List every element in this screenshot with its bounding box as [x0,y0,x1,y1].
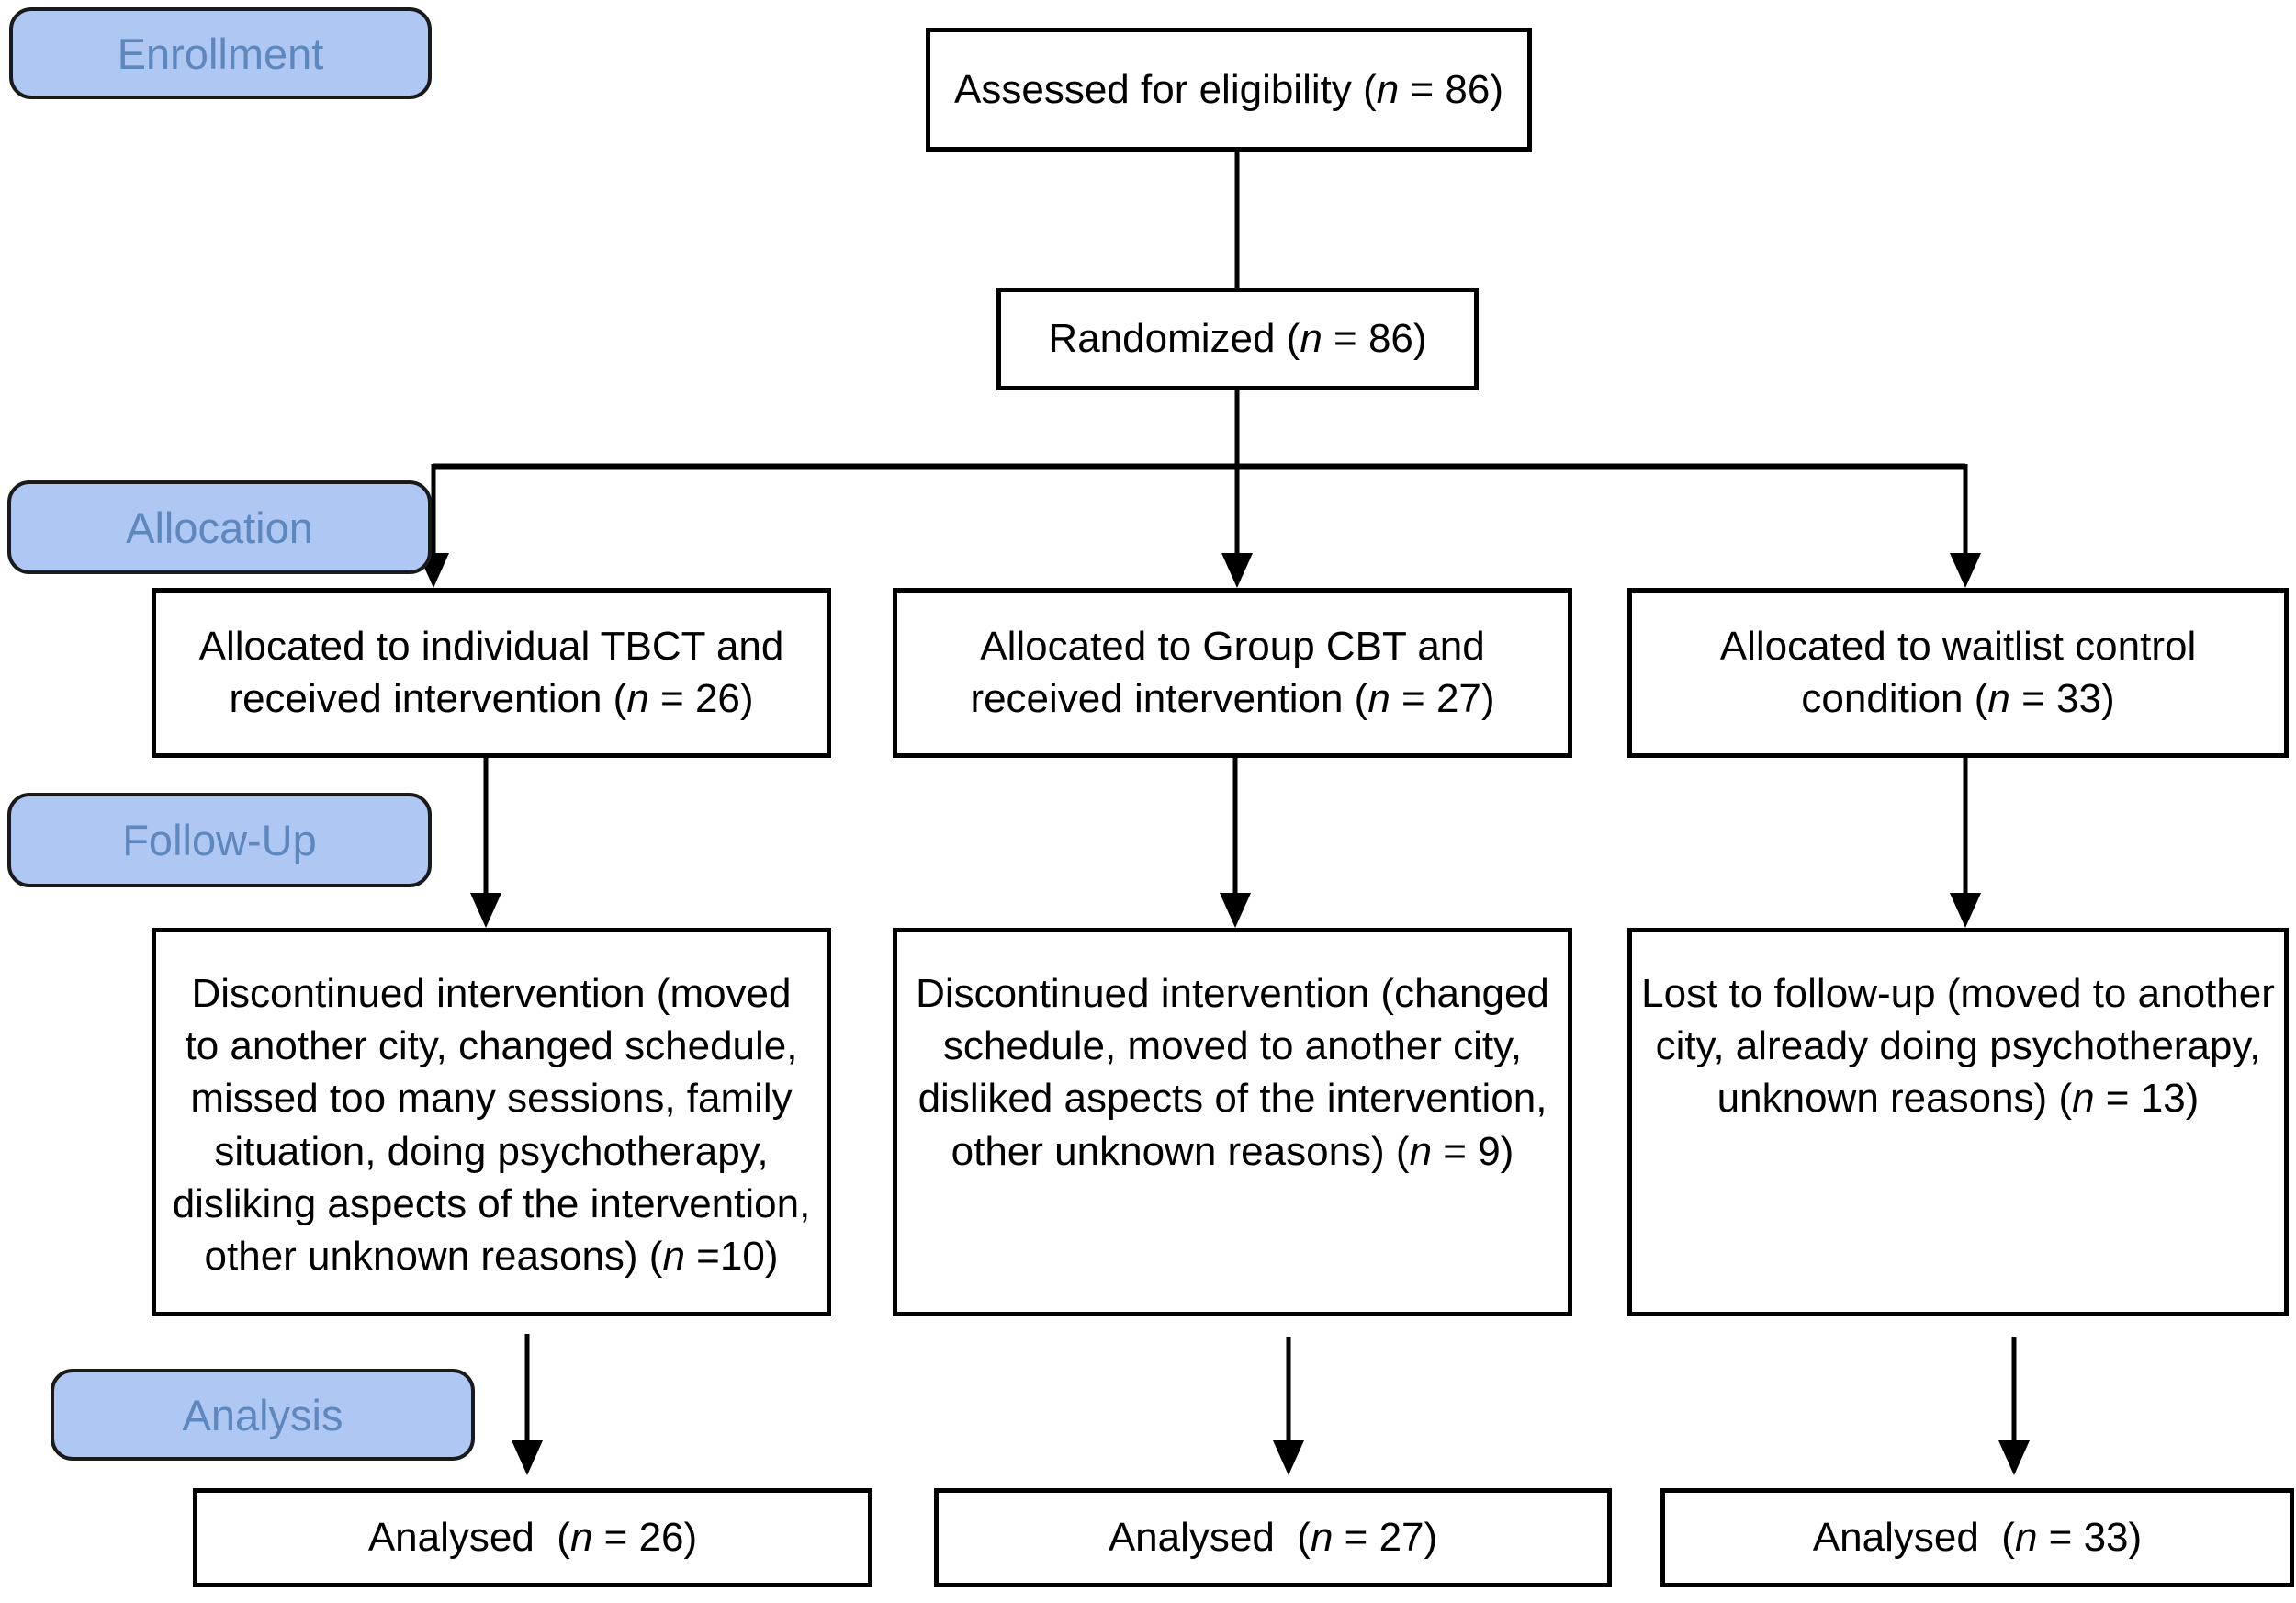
box-text: Discontinued intervention (changed sched… [916,971,1549,1174]
italic-n: n [2072,1076,2095,1122]
italic-n: n [626,676,649,722]
box-text: Randomized (n = 86) [1048,316,1427,362]
stage-label-follow-up: Follow-Up [7,793,432,887]
box-allocated-tbct: Allocated to individual TBCT and receive… [152,588,831,758]
box-text: Lost to follow-up (moved to another city… [1641,971,2275,1122]
box-text: Assessed for eligibility (n = 86) [954,66,1503,112]
arrow-allocation-to-followup-waitlist [1950,756,1981,928]
box-text: Allocated to individual TBCT and receive… [198,624,784,722]
stage-label-text: Allocation [126,502,313,552]
arrow-followup-to-analysed-group-cbt [1273,1337,1304,1475]
box-text: Allocated to waitlist control condition … [1719,624,2197,722]
arrow-allocation-to-followup-tbct [470,756,501,928]
stage-label-analysis: Analysis [51,1369,475,1461]
connector-randomized-to-split [433,389,1965,470]
arrow-split-to-allocation-group-cbt [1221,467,1253,588]
stage-label-enrollment: Enrollment [9,7,432,99]
box-allocated-waitlist: Allocated to waitlist control condition … [1627,588,2289,758]
arrow-split-to-allocation-waitlist [1950,464,1981,588]
box-randomized: Randomized (n = 86) [996,288,1479,390]
box-text: Analysed (n = 27) [1108,1515,1438,1561]
box-followup-tbct-discontinued: Discontinued intervention (moved to anot… [152,928,831,1316]
arrow-followup-to-analysed-tbct [512,1334,543,1475]
box-analysed-waitlist: Analysed (n = 33) [1660,1488,2294,1587]
stage-label-text: Enrollment [117,28,324,78]
stage-label-allocation: Allocation [7,480,432,574]
arrow-followup-to-analysed-waitlist [1998,1337,2030,1475]
italic-n: n [1310,1515,1334,1561]
stage-label-text: Follow-Up [122,816,317,864]
stage-label-text: Analysis [182,1390,343,1439]
box-analysed-tbct: Analysed (n = 26) [193,1488,872,1587]
box-assessed-eligibility: Assessed for eligibility (n = 86) [926,28,1532,152]
italic-n: n [1367,676,1390,722]
italic-n: n [1300,316,1322,362]
italic-n: n [1987,676,2010,722]
box-followup-waitlist-lost: Lost to follow-up (moved to another city… [1627,928,2289,1316]
italic-n: n [1376,66,1400,112]
box-text: Analysed (n = 26) [367,1515,698,1561]
box-text: Analysed (n = 33) [1812,1515,2143,1561]
arrow-allocation-to-followup-group-cbt [1220,756,1251,928]
italic-n: n [662,1233,685,1279]
italic-n: n [569,1515,593,1561]
italic-n: n [1409,1128,1433,1174]
box-analysed-group-cbt: Analysed (n = 27) [934,1488,1612,1587]
box-followup-group-cbt-discontinued: Discontinued intervention (changed sched… [893,928,1572,1316]
box-text: Discontinued intervention (moved to anot… [172,971,811,1279]
box-allocated-group-cbt: Allocated to Group CBT and received inte… [893,588,1572,758]
italic-n: n [2014,1515,2038,1561]
box-text: Allocated to Group CBT and received inte… [970,624,1495,722]
